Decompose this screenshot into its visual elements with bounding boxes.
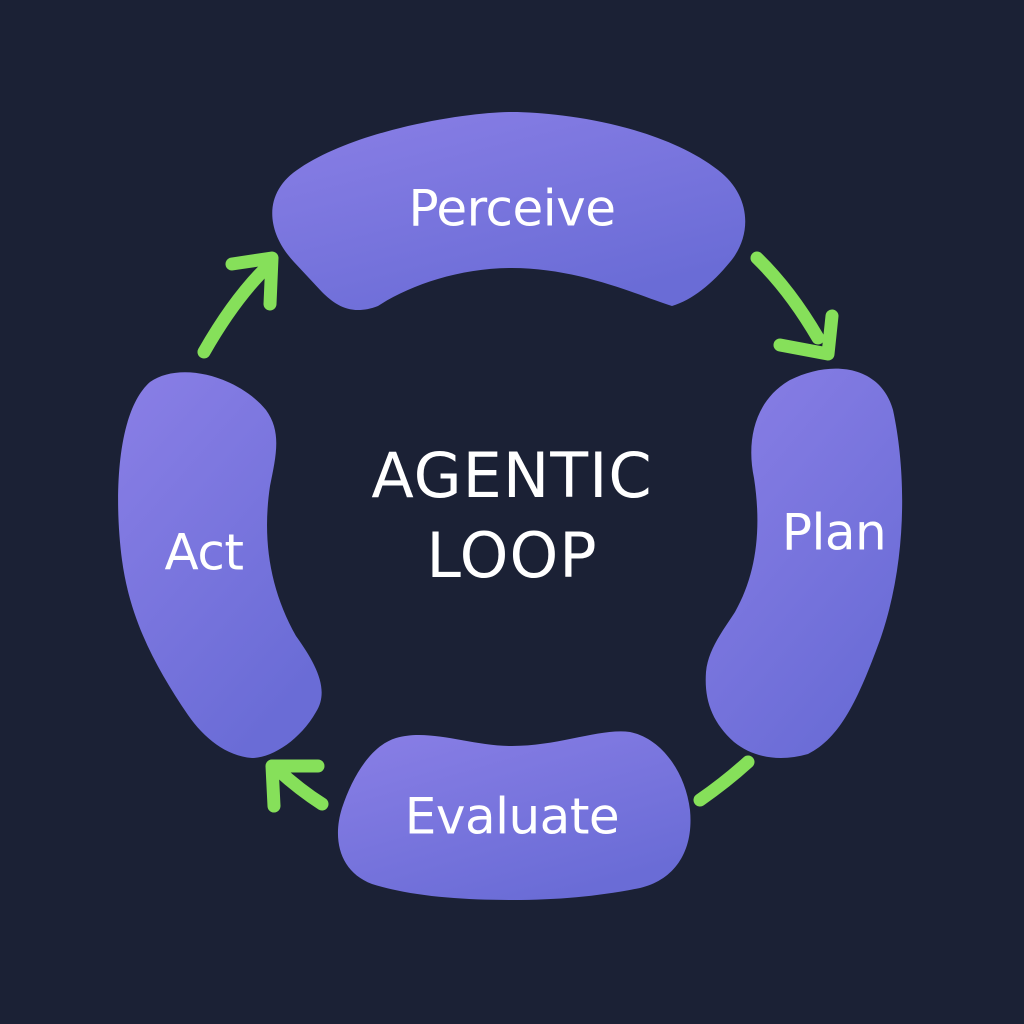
- arrow-act-to-perceive-icon: [197, 251, 279, 359]
- arrow-plan-to-evaluate-icon: [693, 755, 755, 807]
- center-title-line2: LOOP: [426, 519, 597, 592]
- stage-label-plan: Plan: [782, 504, 886, 562]
- segment-evaluate: [337, 731, 691, 900]
- center-title-line1: AGENTIC: [371, 439, 652, 512]
- segment-act: [118, 372, 322, 758]
- arrow-perceive-to-plan-icon: [750, 251, 839, 361]
- segment-perceive: [272, 112, 746, 311]
- segment-plan: [705, 368, 903, 758]
- stage-label-perceive: Perceive: [408, 180, 615, 238]
- arrow-evaluate-to-act-icon: [265, 759, 329, 813]
- stage-label-evaluate: Evaluate: [405, 788, 619, 846]
- stage-label-act: Act: [165, 524, 244, 582]
